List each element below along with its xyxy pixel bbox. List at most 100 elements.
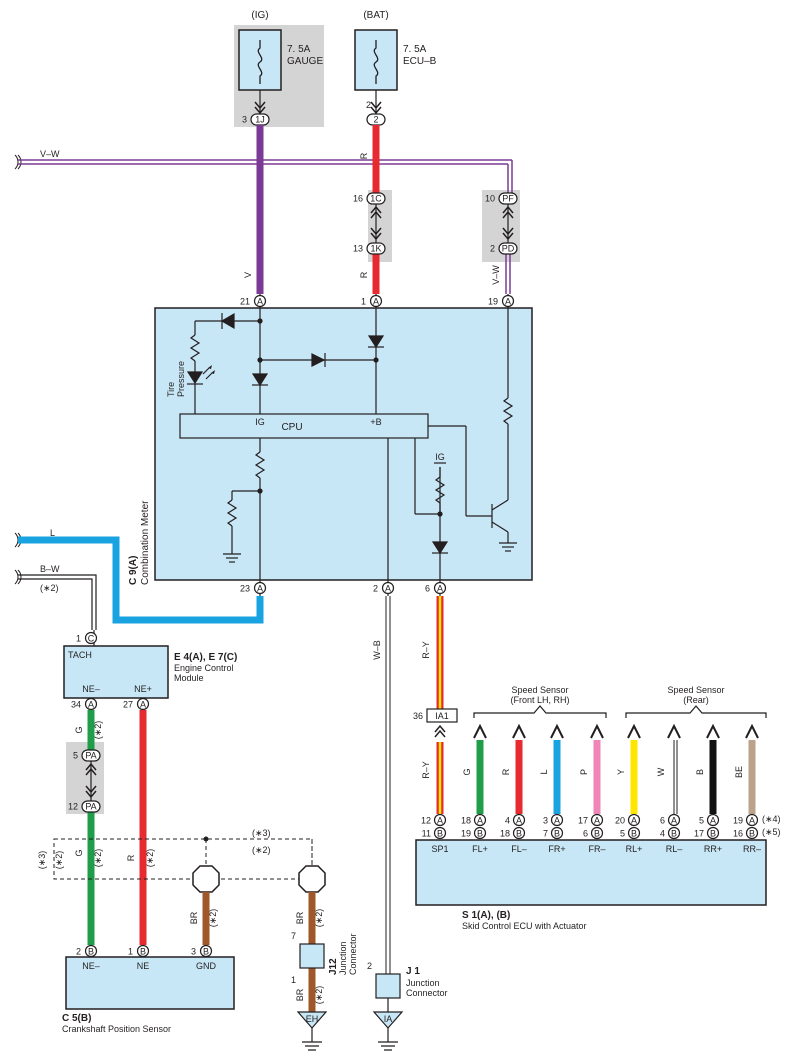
crank-id: C 5(B) — [62, 1013, 91, 1024]
svg-text:34: 34 — [71, 700, 81, 710]
bat-fuse-name: ECU–B — [403, 56, 437, 67]
sensor-arrow-icon — [590, 723, 604, 739]
meter-pin-2: A 2 — [373, 580, 395, 596]
svg-text:1: 1 — [76, 634, 81, 644]
c16-chevron-icon — [370, 205, 382, 219]
shield-j12-octagon-icon — [298, 865, 326, 893]
sensor-wire-label: G — [462, 768, 472, 775]
c2pd-chevron-icon — [502, 227, 514, 241]
ecm-ne-minus: NE– — [82, 684, 100, 694]
pa5-chevron-icon — [85, 762, 97, 776]
skid-pin-a-num: 17 — [578, 816, 588, 826]
skid-terminal-RL+: RL+ — [626, 844, 643, 854]
c2pd-connector — [498, 242, 518, 255]
front-sensor-line1: Speed Sensor — [511, 685, 568, 695]
svg-text:2: 2 — [373, 584, 378, 594]
skid-pin-b-num: 6 — [583, 829, 588, 839]
skid-pin-a-RL+: A20 — [615, 813, 641, 827]
skid-pin-b-FL+: B19 — [461, 826, 487, 840]
c13-pin: 13 — [353, 244, 363, 254]
svg-text:B: B — [516, 829, 522, 839]
cpu-ig-label: IG — [255, 417, 265, 427]
bat-fuse-pin: 2 — [366, 100, 371, 110]
svg-text:27: 27 — [123, 700, 133, 710]
skid-pin-b-num: 4 — [660, 829, 665, 839]
svg-text:B: B — [594, 829, 600, 839]
svg-text:C: C — [88, 634, 95, 644]
skid-pin-b-num: 5 — [620, 829, 625, 839]
ig-fuse-chevron-icon — [254, 101, 266, 115]
svg-text:A: A — [554, 816, 560, 826]
skid-pin-b-FR+: B7 — [543, 826, 564, 840]
pa12-id: PA — [85, 802, 96, 812]
pa12-pin: 12 — [68, 802, 78, 812]
skid-ecu-box — [415, 839, 767, 906]
svg-text:6: 6 — [425, 584, 430, 594]
skid-pin-b-num: 16 — [733, 829, 743, 839]
vw-break-icon — [14, 154, 22, 170]
crank-name: Crankshaft Position Sensor — [62, 1024, 171, 1034]
c2pd-id: PD — [502, 244, 515, 254]
ig-fuse-rating: 7. 5A — [287, 44, 311, 55]
c16-id: 1C — [370, 194, 382, 204]
ia-earth-icon — [378, 1028, 398, 1051]
bw-break-icon — [14, 569, 22, 585]
vw-drop-label: V–W — [491, 265, 501, 285]
ig-fuse-icon — [257, 40, 263, 84]
rear-sensor-line1: Speed Sensor — [667, 685, 724, 695]
cpu-b-label: +B — [370, 417, 381, 427]
bat-fuse-source: (BAT) — [363, 10, 388, 21]
svg-text:A: A — [516, 816, 522, 826]
eh-ground-label: EH — [306, 1014, 319, 1024]
svg-text:A: A — [437, 816, 443, 826]
svg-text:A: A — [631, 816, 637, 826]
cpu-box — [179, 413, 429, 439]
c13-id: 1K — [370, 244, 381, 254]
meter-pin-1: A 1 — [361, 294, 383, 308]
sensor-wire-label: R — [501, 768, 511, 775]
front-sensor-line2: (Front LH, RH) — [510, 695, 569, 705]
l-wire-label: L — [50, 528, 55, 538]
bat-fuse-chevron-icon — [370, 101, 382, 115]
skid-pins: A12B11A18B19A4B18A3B7A17B6A20B5A6B4A5B17… — [421, 813, 759, 840]
svg-text:A: A — [88, 700, 94, 710]
skid-pin-b-num: 19 — [461, 829, 471, 839]
ecm-box — [63, 645, 169, 699]
skid-pin-a-num: 3 — [543, 816, 548, 826]
svg-text:A: A — [257, 297, 263, 307]
j12-pin-top: 7 — [291, 931, 296, 941]
eh-ground-icon — [296, 1011, 328, 1029]
shield-box — [53, 838, 313, 880]
svg-text:B: B — [140, 947, 146, 957]
skid-pin-a-num: 12 — [421, 816, 431, 826]
skid-terminal-RR+: RR+ — [704, 844, 722, 854]
svg-text:2: 2 — [76, 947, 81, 957]
c2pd-pin: 2 — [490, 244, 495, 254]
ia-ground-label: IA — [384, 1014, 393, 1024]
skid-pin-b-RR+: B17 — [694, 826, 720, 840]
skid-pin-a-SP1: A 12 — [421, 813, 447, 827]
sensor-arrow-icon — [512, 723, 526, 739]
g-wire-label: G — [74, 726, 84, 733]
ecm-name2: Module — [174, 673, 204, 683]
shield-top-note-2: (∗2) — [252, 845, 271, 855]
svg-text:B: B — [554, 829, 560, 839]
br-wire-j12-label: BR — [295, 911, 305, 924]
ecm-pin-34: A 34 — [71, 697, 98, 711]
br-wire-j12-lower-label: BR — [295, 988, 305, 1001]
svg-text:3: 3 — [191, 947, 196, 957]
crank-pin-2: B 2 — [76, 944, 98, 958]
ecm-name1: Engine Control — [174, 663, 234, 673]
skid-pin-a-FL+: A18 — [461, 813, 487, 827]
br-wire-crank-label: BR — [189, 911, 199, 924]
skid-note-4: (∗4) — [762, 814, 781, 824]
bw-wire-label: B–W — [40, 564, 60, 574]
g-wire-label-lower: G — [74, 849, 84, 856]
svg-text:21: 21 — [240, 297, 250, 307]
ia1-pin: 36 — [413, 711, 423, 721]
j1-box — [375, 973, 401, 999]
skid-terminal-FL–: FL– — [511, 844, 527, 854]
ia1-id: IA1 — [435, 711, 449, 721]
